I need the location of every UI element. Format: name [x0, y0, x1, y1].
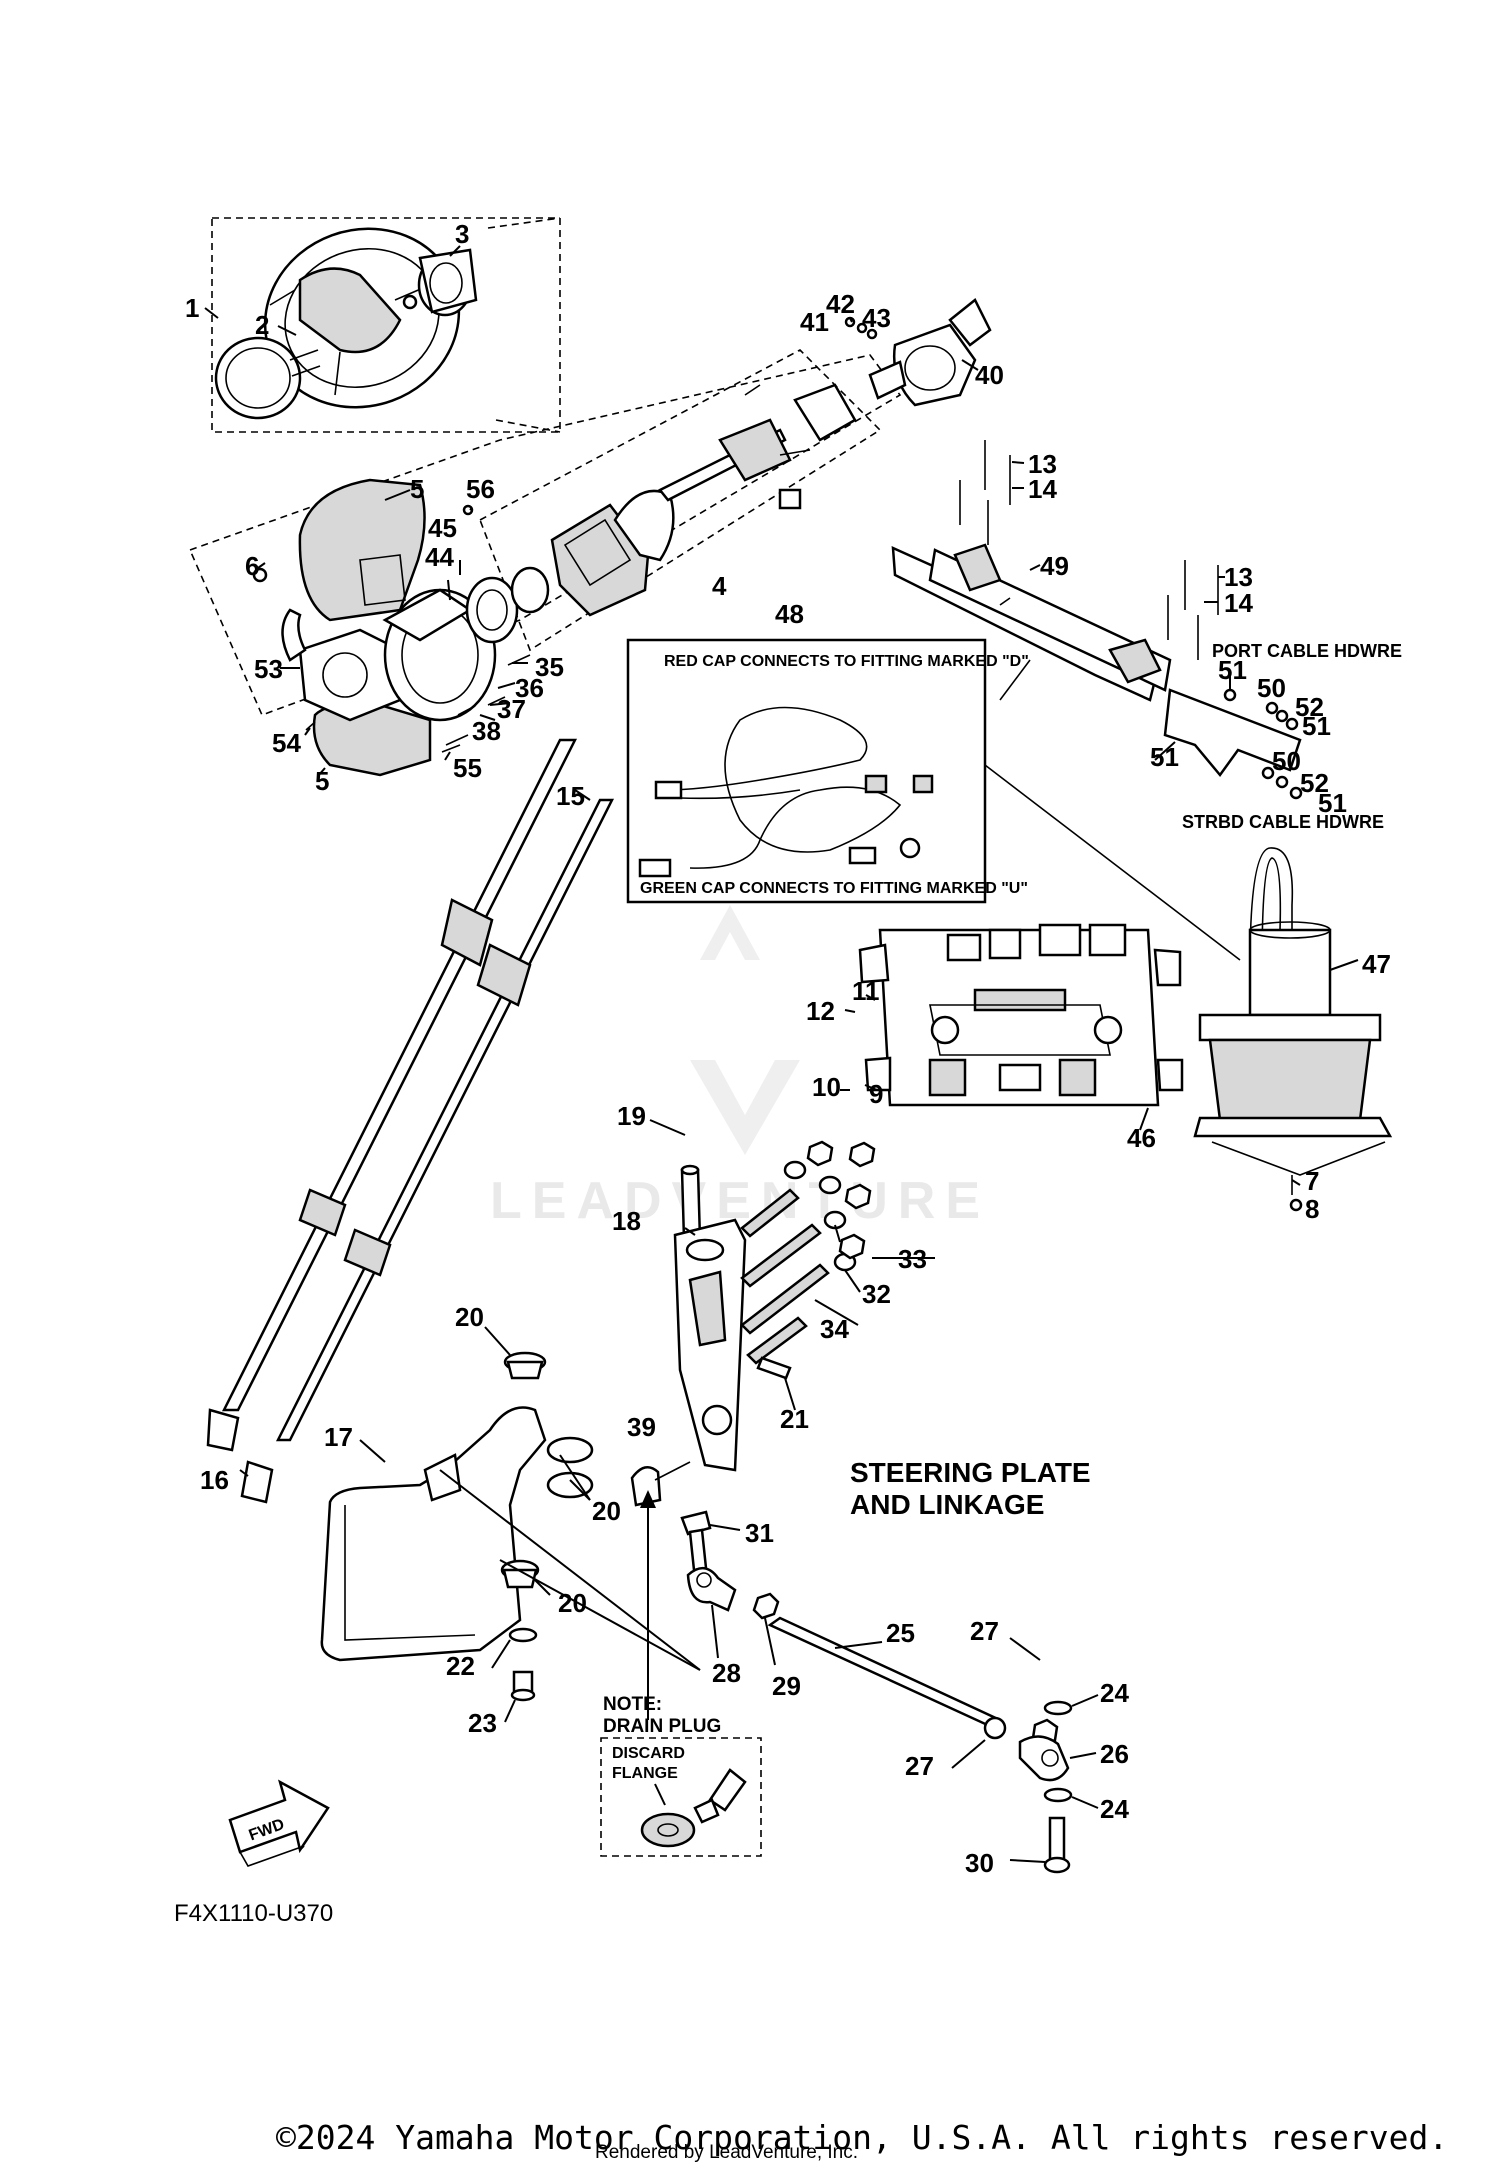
- callout-55: 55: [453, 753, 482, 783]
- cable-group: [206, 738, 615, 1504]
- callout-54: 54: [272, 728, 301, 758]
- note-box-line-1: DISCARD: [612, 1745, 685, 1762]
- callout-5-upper: 5: [410, 474, 424, 504]
- callout-40: 40: [975, 360, 1004, 390]
- steering-wheel-group: [211, 217, 561, 433]
- drain-plug-note: DISCARD FLANGE: [600, 1737, 762, 1857]
- control-module-group: [858, 923, 1184, 1107]
- callout-28: 28: [712, 1658, 741, 1688]
- drain-plug-label: DRAIN PLUG: [603, 1716, 721, 1737]
- callout-39: 39: [627, 1412, 656, 1442]
- callout-47: 47: [1362, 949, 1391, 979]
- cylinder-group: [891, 440, 1303, 961]
- callout-20-top: 20: [455, 1302, 484, 1332]
- callout-48: 48: [775, 599, 804, 629]
- callout-5-lower: 5: [315, 766, 329, 796]
- port-cable-hardware-label: PORT CABLE HDWRE: [1212, 641, 1402, 661]
- callout-18: 18: [612, 1206, 641, 1236]
- callout-31: 31: [745, 1518, 774, 1548]
- callout-3: 3: [455, 219, 469, 249]
- callout-24-lower: 24: [1100, 1794, 1129, 1824]
- callout-45: 45: [428, 513, 457, 543]
- callout-13-upper: 13: [1028, 449, 1057, 479]
- callout-33: 33: [898, 1244, 927, 1274]
- callout-44: 44: [425, 542, 454, 572]
- callout-52-upper: 52: [1295, 692, 1324, 722]
- callout-10: 10: [812, 1072, 841, 1102]
- callout-22: 22: [446, 1651, 475, 1681]
- callout-1: 1: [185, 293, 199, 323]
- callout-4: 4: [712, 571, 727, 601]
- callout-50-lower: 50: [1272, 746, 1301, 776]
- callout-6: 6: [245, 551, 259, 581]
- callout-2: 2: [255, 310, 269, 340]
- callout-11: 11: [852, 976, 880, 1006]
- callout-49: 49: [1040, 551, 1069, 581]
- linkage-group: [320, 1140, 1073, 1874]
- callout-23: 23: [468, 1708, 497, 1738]
- hose-box-bottom-caption: GREEN CAP CONNECTS TO FITTING MARKED "U": [640, 880, 1028, 897]
- callout-53: 53: [254, 654, 283, 684]
- hose-box-group: RED CAP CONNECTS TO FITTING MARKED "D" G…: [626, 638, 1029, 904]
- callout-14-lower: 14: [1224, 588, 1253, 618]
- callout-14-upper: 14: [1028, 474, 1057, 504]
- callout-27-lower: 27: [905, 1751, 934, 1781]
- callout-20-bottom: 20: [558, 1588, 587, 1618]
- callout-51-b: 51: [1302, 711, 1331, 741]
- starboard-cable-hardware-label: STRBD CABLE HDWRE: [1182, 812, 1384, 832]
- callout-numbers: 1 2 3 4 5 5 6 7 8 9 10 11 12 13 13 14 14…: [185, 219, 1391, 1878]
- callout-36: 36: [515, 673, 544, 703]
- callout-25: 25: [886, 1618, 915, 1648]
- callout-16: 16: [200, 1465, 229, 1495]
- callout-24-upper: 24: [1100, 1678, 1129, 1708]
- callout-35: 35: [535, 652, 564, 682]
- callout-15: 15: [556, 781, 585, 811]
- callout-42: 42: [826, 289, 855, 319]
- callout-43: 43: [862, 303, 891, 333]
- leader-lines: [204, 245, 1359, 1863]
- callout-32: 32: [862, 1279, 891, 1309]
- callout-7: 7: [1305, 1166, 1319, 1196]
- callout-50-upper: 50: [1257, 673, 1286, 703]
- callout-19: 19: [617, 1101, 646, 1131]
- watermark-text: LEADVENTURE: [490, 1172, 990, 1230]
- callout-20-middle: 20: [592, 1496, 621, 1526]
- callout-12: 12: [806, 996, 835, 1026]
- callout-46: 46: [1127, 1123, 1156, 1153]
- callout-41: 41: [800, 307, 829, 337]
- callout-51-d: 51: [1318, 788, 1347, 818]
- fwd-arrow-icon: FWD: [228, 1779, 330, 1867]
- callout-26: 26: [1100, 1739, 1129, 1769]
- steering-column-group: [188, 298, 992, 777]
- callout-34: 34: [820, 1314, 849, 1344]
- callout-30: 30: [965, 1848, 994, 1878]
- hose-box-top-caption: RED CAP CONNECTS TO FITTING MARKED "D": [664, 653, 1029, 670]
- callout-37: 37: [497, 694, 526, 724]
- pump-group: [1193, 847, 1393, 1212]
- note-box-line-2: FLANGE: [612, 1765, 678, 1782]
- callout-52-lower: 52: [1300, 768, 1329, 798]
- callout-56: 56: [466, 474, 495, 504]
- callout-13-lower: 13: [1224, 562, 1253, 592]
- text-labels: PORT CABLE HDWRE STRBD CABLE HDWRE STEER…: [603, 641, 1402, 1737]
- section-title-line-2: AND LINKAGE: [850, 1489, 1044, 1520]
- rendered-by-notice: Rendered by LeadVenture, Inc.: [595, 2142, 859, 2163]
- callout-51-a: 51: [1218, 655, 1247, 685]
- callout-8: 8: [1305, 1194, 1319, 1224]
- callout-51-c: 51: [1150, 742, 1179, 772]
- callout-29: 29: [772, 1671, 801, 1701]
- section-title-line-1: STEERING PLATE: [850, 1457, 1091, 1488]
- callout-9: 9: [869, 1079, 883, 1109]
- copyright-notice: ©2024 Yamaha Motor Corporation, U.S.A. A…: [276, 2118, 1449, 2157]
- callout-27-upper: 27: [970, 1616, 999, 1646]
- diagram-code: F4X1110-U370: [174, 1900, 334, 1927]
- note-label: NOTE:: [603, 1694, 662, 1715]
- callout-21: 21: [780, 1404, 809, 1434]
- callout-38: 38: [472, 716, 501, 746]
- callout-17: 17: [324, 1422, 353, 1452]
